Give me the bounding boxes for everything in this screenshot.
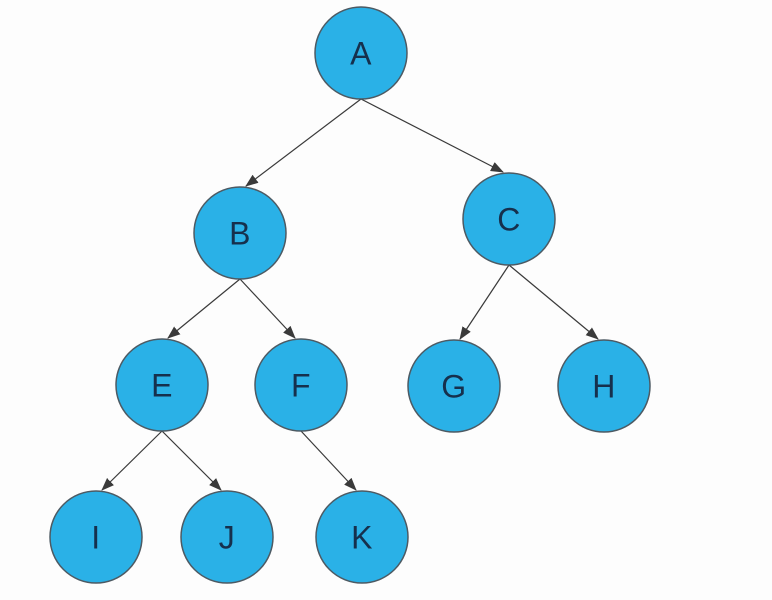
edge-C-H	[508, 264, 599, 340]
edge-F-K	[300, 430, 357, 491]
node-label-I: I	[91, 520, 100, 556]
node-A: A	[314, 6, 408, 100]
node-circle-H	[557, 339, 651, 433]
edge-B-F	[239, 278, 296, 339]
node-label-G: G	[441, 369, 466, 405]
node-label-F: F	[291, 368, 311, 404]
node-circle-F	[254, 338, 348, 432]
edge-A-C	[360, 98, 504, 173]
node-B: B	[193, 186, 287, 280]
nodes-layer: A B C E F G H I J K	[49, 6, 651, 584]
edge-B-E	[167, 278, 241, 339]
node-label-H: H	[592, 369, 616, 405]
node-circle-E	[115, 338, 209, 432]
node-J: J	[180, 490, 274, 584]
node-label-K: K	[351, 520, 373, 556]
node-label-C: C	[497, 202, 521, 238]
node-circle-K	[315, 490, 409, 584]
node-circle-B	[193, 186, 287, 280]
node-I: I	[49, 490, 143, 584]
edge-C-G	[459, 264, 510, 340]
edge-E-J	[161, 430, 222, 491]
node-circle-C	[462, 172, 556, 266]
node-label-B: B	[229, 216, 251, 252]
node-circle-I	[49, 490, 143, 584]
node-H: H	[557, 339, 651, 433]
node-circle-J	[180, 490, 274, 584]
node-label-E: E	[151, 368, 173, 404]
node-circle-G	[407, 339, 501, 433]
node-label-A: A	[350, 36, 372, 72]
node-K: K	[315, 490, 409, 584]
node-F: F	[254, 338, 348, 432]
edge-E-I	[101, 430, 163, 491]
node-G: G	[407, 339, 501, 433]
node-label-J: J	[219, 520, 236, 556]
node-C: C	[462, 172, 556, 266]
edge-A-B	[245, 98, 362, 187]
edges-layer	[101, 98, 599, 491]
node-circle-A	[314, 6, 408, 100]
node-E: E	[115, 338, 209, 432]
